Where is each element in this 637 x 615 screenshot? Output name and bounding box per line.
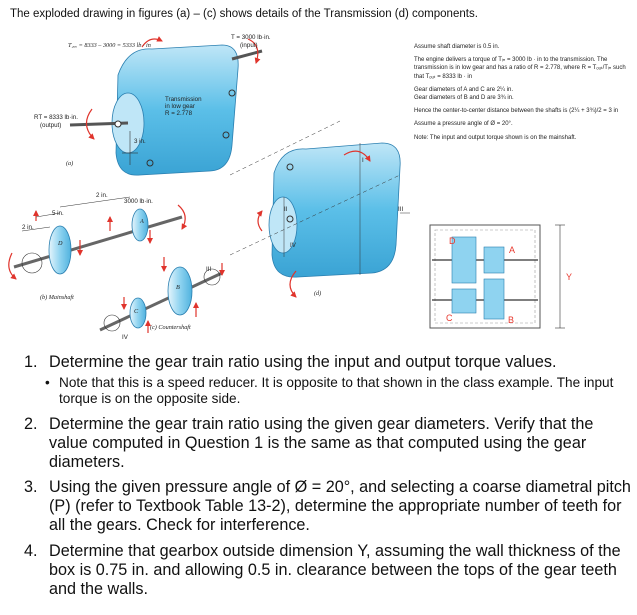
question-text: Determine that gearbox outside dimension… xyxy=(49,542,621,598)
question-text: Determine the gear train ratio using the… xyxy=(49,415,594,471)
fig-d-roman-ii: II xyxy=(284,206,288,213)
fig-a-transmission-line1: Transmission xyxy=(165,96,202,103)
fig-a-dim-3in: 3 in. xyxy=(134,138,146,145)
fig-c-gear-b: B xyxy=(176,284,180,291)
gearbox-label-d: D xyxy=(449,236,456,246)
bullet-text: Note that this is a speed reducer. It is… xyxy=(59,375,614,406)
fig-c-roman-iii: III xyxy=(206,266,211,273)
gearbox-schematic xyxy=(429,224,565,329)
question-number: 4. xyxy=(24,542,38,560)
fig-d-transmission-box xyxy=(229,120,410,298)
fig-d-roman-iii: III xyxy=(398,206,403,213)
fig-b-dim-2in-a: 2 in. xyxy=(96,192,108,199)
note-torque-location: Note: The input and output torque shown … xyxy=(414,134,577,141)
fig-b-dim-2in-b: 2 in. xyxy=(22,224,34,231)
fig-a-input-sub: (input) xyxy=(240,42,258,49)
fig-d-roman-i: I xyxy=(362,157,364,164)
fig-c-roman-iv: IV xyxy=(122,334,129,340)
gearbox-label-c: C xyxy=(446,313,453,323)
fig-a-caption: (a) xyxy=(66,160,73,167)
header-caption: The exploded drawing in figures (a) – (c… xyxy=(10,8,478,20)
fig-a-output-label: RT = 8333 lb·in. xyxy=(34,114,78,121)
fig-c-countershaft xyxy=(99,257,225,333)
gearbox-label-y: Y xyxy=(566,272,572,282)
note-gear-ac: Gear diameters of A and C are 2¼ in. xyxy=(414,86,514,93)
gearbox-label-b: B xyxy=(508,315,514,325)
fig-d-caption: (d) xyxy=(314,290,321,297)
question-text: Determine the gear train ratio using the… xyxy=(49,353,557,371)
fig-b-gear-a: A xyxy=(139,218,144,225)
fig-a-transmission-line3: R = 2.778 xyxy=(165,110,193,117)
fig-a-tbox-label: T₂ₒₓ = 8333 – 3000 = 5333 lb · in xyxy=(68,42,151,49)
question-number: 3. xyxy=(24,478,38,496)
fig-d-roman-iv: IV xyxy=(290,242,297,249)
bullet-marker: • xyxy=(45,375,50,390)
fig-b-mainshaft xyxy=(8,196,188,280)
fig-c-caption: (c) Countershaft xyxy=(150,324,191,331)
fig-b-dim-5in: 5 in. xyxy=(52,210,64,217)
note-shaft-diameter: Assume shaft diameter is 0.5 in. xyxy=(414,44,500,50)
fig-c-gear-c: C xyxy=(134,308,139,315)
notes-panel: Assume shaft diameter is 0.5 in. The eng… xyxy=(414,43,634,147)
fig-a-input-label: T = 3000 lb·in. xyxy=(231,34,271,41)
question-number: 1. xyxy=(24,353,38,371)
note-gear-bd: Gear diameters of B and D are 3¾ in. xyxy=(414,95,514,102)
fig-b-caption: (b) Mainshaft xyxy=(40,294,74,301)
fig-a-output-sub: (output) xyxy=(40,122,61,129)
gearbox-label-a: A xyxy=(509,245,515,255)
transmission-figure: T₂ₒₓ = 8333 – 3000 = 5333 lb · in T = 30… xyxy=(8,34,572,340)
fig-a-transmission-line2: in low gear xyxy=(165,103,195,110)
note-engine-torque: The engine delivers a torque of Tᵢₙ = 30… xyxy=(414,57,626,80)
fig-b-torque: 3000 lb·in. xyxy=(124,198,153,205)
note-pressure-angle: Assume a pressure angle of Ø = 20°. xyxy=(414,121,513,128)
note-center-distance: Hence the center-to-center distance betw… xyxy=(414,108,619,115)
fig-b-gear-d: D xyxy=(57,240,63,247)
question-text: Using the given pressure angle of Ø = 20… xyxy=(49,478,631,534)
fig-a-transmission-box xyxy=(69,36,263,176)
question-number: 2. xyxy=(24,415,38,433)
